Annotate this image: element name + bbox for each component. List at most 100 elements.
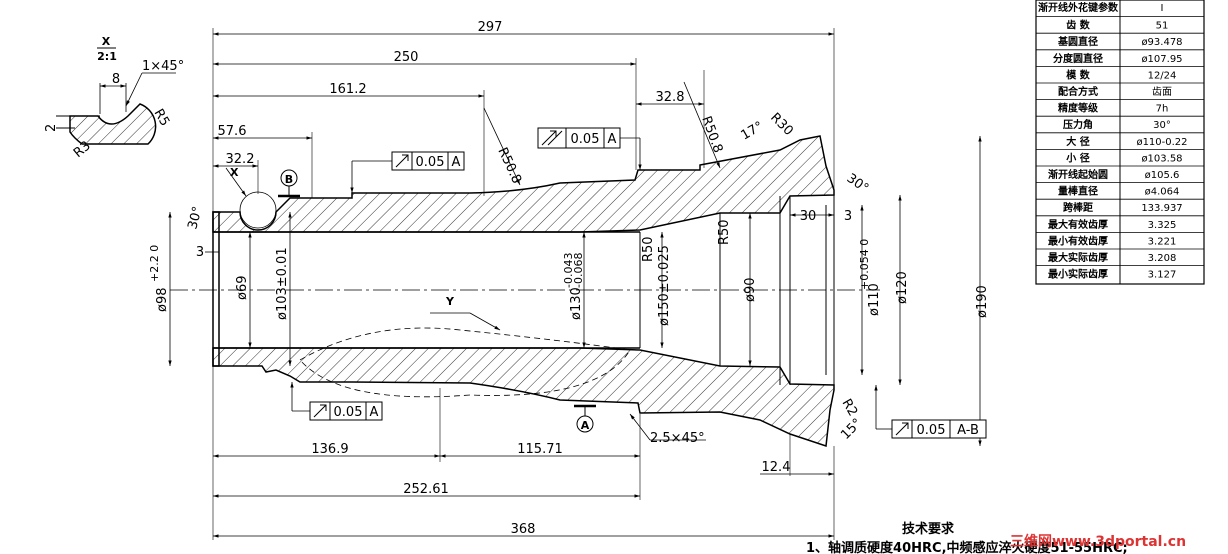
view-labels: X Y B A: [225, 166, 596, 433]
tol-value: 0.05: [571, 132, 600, 147]
table-row-label: 量棒直径: [1058, 185, 1098, 198]
table-title-value: Ⅰ: [1161, 3, 1164, 14]
dim-250: 250: [394, 50, 419, 65]
dim-57-6: 57.6: [218, 124, 247, 139]
tol-datum: A-B: [957, 423, 979, 438]
bottom-dimensions: 136.9 115.71 2.5×45° 12.4 252.61 368: [212, 366, 835, 540]
table-row-value: 3.325: [1148, 220, 1177, 231]
dim-3-right: 3: [844, 209, 852, 224]
label-y: Y: [445, 295, 455, 308]
detail-y-region: [299, 327, 631, 398]
upper-wall: [212, 135, 835, 233]
table-row-value: 51: [1156, 21, 1169, 32]
shaft-section: [170, 135, 880, 448]
table-row-value: ø93.478: [1141, 37, 1182, 48]
lower-wall: [212, 347, 835, 448]
table-row-value: 30°: [1153, 120, 1171, 131]
dim-r50-a: R50: [641, 236, 656, 262]
watermark: 三维网www.3dportal.cn: [1010, 533, 1186, 550]
tol-datum: A: [370, 405, 379, 420]
table-row-label: 精度等级: [1058, 102, 1099, 115]
detail-scale: 2:1: [97, 50, 117, 63]
dim-252-61: 252.61: [403, 482, 449, 497]
dim-3-left: 3: [196, 245, 204, 260]
table-row-value: 3.208: [1148, 253, 1177, 264]
table-row-label: 基圆直径: [1057, 35, 1098, 48]
dim-dia-130-tol-up: -0.043: [562, 253, 575, 288]
dim-dia-150: ø150±0.025: [657, 245, 672, 326]
dim-r50-b: R50: [717, 219, 732, 245]
dim-dia-130-tol-lo: -0.068: [572, 253, 585, 288]
tol-value: 0.05: [416, 155, 445, 170]
table-row-value: ø110-0.22: [1136, 137, 1187, 148]
datum-b-label: B: [285, 173, 293, 186]
detail-profile: [69, 103, 157, 145]
dim-dia-103: ø103±0.01: [275, 247, 290, 320]
dim-115-71: 115.71: [517, 442, 563, 457]
spline-parameter-table: 渐开线外花键参数 Ⅰ 齿 数 51 基圆直径 ø93.478 分度圆直径 ø107.95 模…: [1035, 0, 1205, 285]
table-row-value: ø105.6: [1145, 170, 1180, 181]
table-row-label: 大 径: [1066, 135, 1089, 148]
detail-view-letter: X: [102, 35, 111, 48]
dim-angle-30-left: 30°: [185, 205, 205, 231]
dim-368: 368: [511, 522, 536, 537]
dim-dia-120: ø120: [895, 271, 910, 304]
tol-datum: A: [452, 155, 461, 170]
dim-r50-8-a: R50.8: [494, 145, 524, 186]
dim-32-2: 32.2: [226, 152, 255, 167]
dim-dia-98-tol: +2.2 0: [148, 245, 161, 282]
dim-dia-90: ø90: [743, 278, 758, 303]
dim-r50-8-b: R50.8: [698, 114, 725, 155]
detail-depth-dim: 2: [44, 124, 59, 132]
tol-value: 0.05: [917, 423, 946, 438]
table-row-value: 3.127: [1148, 270, 1177, 281]
table-row-label: 齿 数: [1066, 19, 1090, 32]
dim-angle-15: 15°: [838, 416, 865, 443]
table-row-value: ø103.58: [1141, 153, 1182, 164]
dim-dia-110-tol: +0.054 0: [858, 239, 871, 290]
table-row-label: 最大有效齿厚: [1048, 218, 1108, 231]
detail-view-x: X 2:1 8 1×45° R3 R5 2: [44, 35, 184, 161]
label-x: X: [230, 166, 239, 179]
dim-297: 297: [478, 20, 503, 35]
table-row-label: 小 径: [1065, 151, 1089, 164]
dim-dia-98: ø98: [155, 288, 170, 313]
table-title: 渐开线外花键参数: [1038, 1, 1119, 14]
dim-dia-130: ø130: [569, 287, 584, 320]
tol-value: 0.05: [334, 405, 363, 420]
detail-chamfer-dim: 1×45°: [142, 59, 184, 74]
dim-chamfer-2-5: 2.5×45°: [650, 431, 705, 446]
diameter-dimensions: ø98 +2.2 0 ø69 ø103±0.01 ø130 -0.043 -0.…: [148, 136, 990, 446]
dim-136-9: 136.9: [311, 442, 348, 457]
detail-r5-dim: R5: [151, 107, 173, 129]
table-row-value: ø107.95: [1141, 54, 1182, 65]
detail-width-dim: 8: [112, 72, 120, 87]
table-row-value: 7h: [1156, 104, 1169, 115]
table-row-label: 最小实际齿厚: [1048, 268, 1108, 281]
dim-r2: R2: [839, 397, 861, 419]
table-row-label: 跨棒距: [1063, 201, 1093, 214]
table-row-value: 齿面: [1152, 86, 1172, 98]
table-row-label: 渐开线起始圆: [1048, 168, 1108, 181]
dim-dia-190: ø190: [975, 285, 990, 318]
table-row-label: 模 数: [1066, 68, 1090, 81]
dim-dia-69: ø69: [235, 276, 250, 301]
tol-frame-3: 0.05 A: [290, 382, 383, 421]
table-row-label: 配合方式: [1058, 85, 1098, 98]
detail-x-circle: [239, 191, 277, 229]
notes-title: 技术要求: [902, 521, 955, 537]
dim-30: 30: [800, 209, 817, 224]
dim-32-8: 32.8: [656, 90, 685, 105]
dim-12-4: 12.4: [762, 460, 791, 475]
table-row-value: 12/24: [1148, 70, 1177, 81]
table-row-value: ø4.064: [1145, 187, 1180, 198]
dim-angle-30-right: 30°: [844, 171, 871, 197]
dim-angle-17: 17°: [739, 119, 766, 144]
dim-dia-110: ø110: [867, 283, 882, 316]
table-row-label: 分度圆直径: [1053, 52, 1103, 65]
dim-r30: R30: [767, 110, 796, 139]
datum-a-label: A: [581, 419, 590, 432]
tol-frame-4: 0.05 A-B: [874, 385, 987, 439]
tol-datum: A: [608, 132, 617, 147]
